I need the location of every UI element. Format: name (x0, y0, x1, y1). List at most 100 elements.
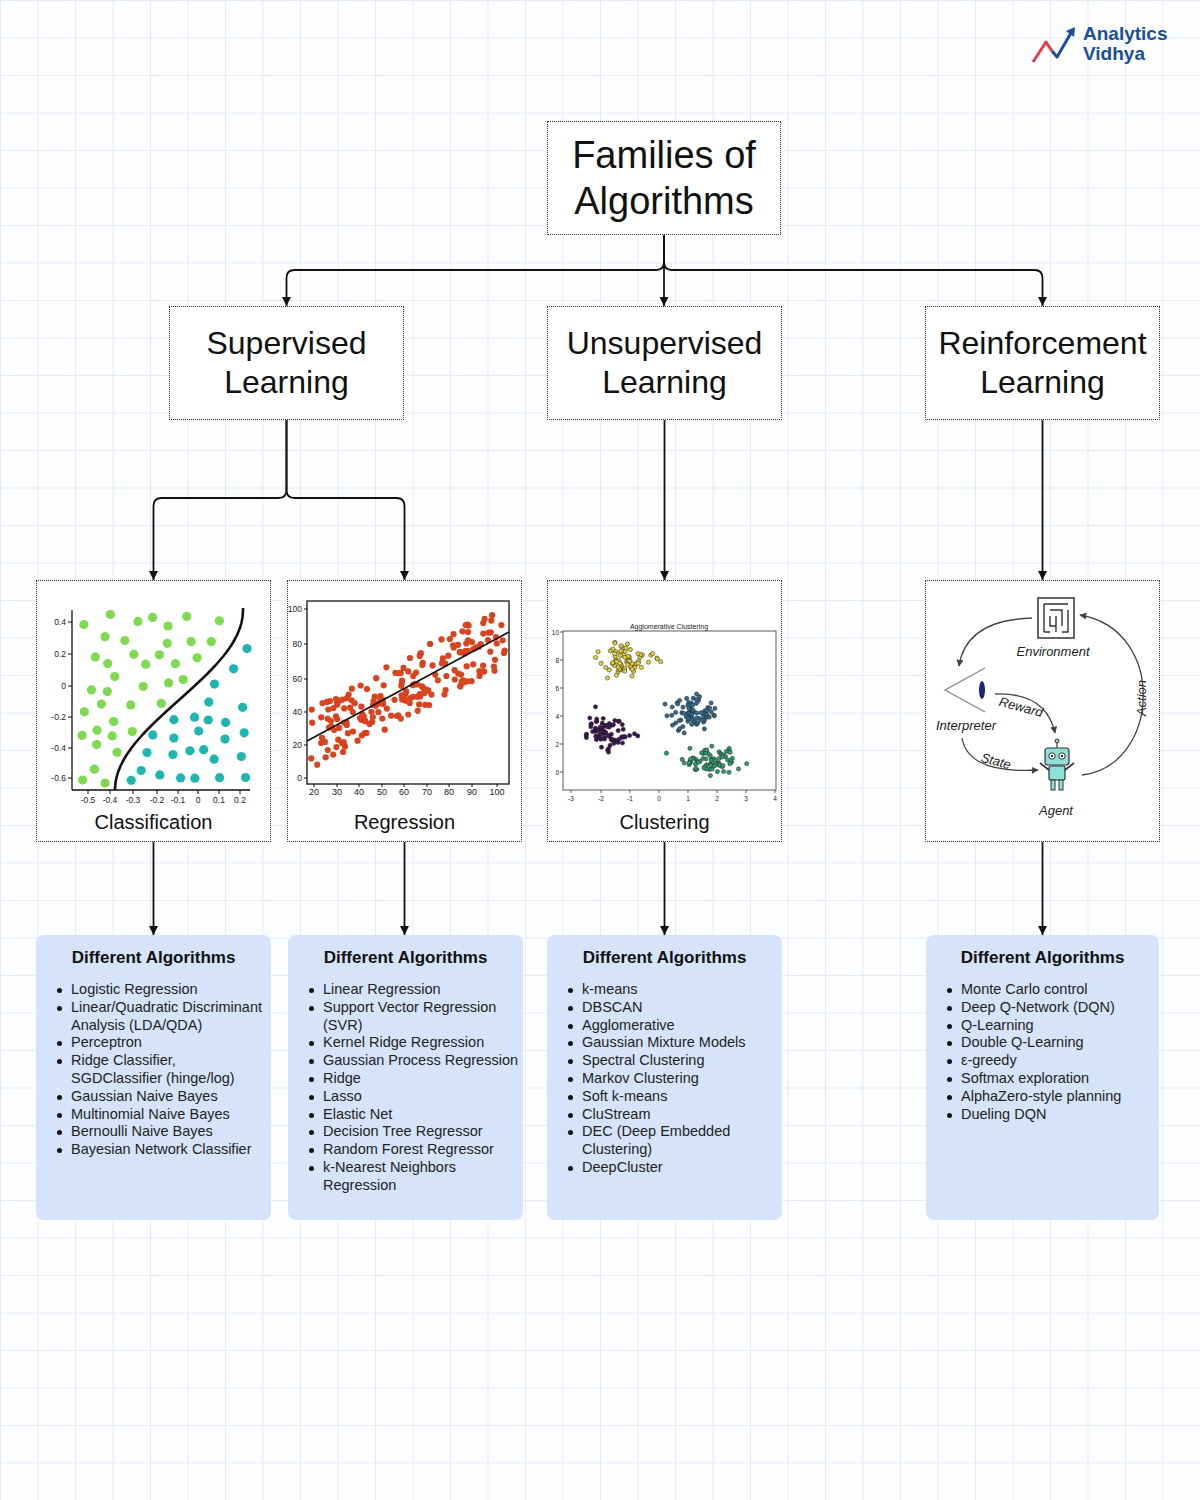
scatter-dot (712, 764, 716, 768)
scatter-dot (730, 756, 734, 760)
scatter-dot (106, 610, 115, 619)
scatter-dot (349, 686, 355, 692)
scatter-dot (78, 731, 87, 740)
scatter-dot (719, 752, 723, 756)
scatter-dot (600, 721, 604, 725)
scatter-dot (358, 704, 364, 710)
scatter-dot (606, 747, 610, 751)
scatter-dot (623, 655, 627, 659)
scatter-dot (133, 617, 142, 626)
scatter-dot (607, 725, 611, 729)
scatter-dot (692, 719, 696, 723)
scatter-dot (459, 628, 465, 634)
reinforcement-loop (945, 598, 1143, 790)
logo-icon (1066, 27, 1075, 37)
scatter-dot (334, 700, 340, 706)
scatter-dot (400, 665, 406, 671)
scatter-dot (331, 727, 337, 733)
scatter-dot (626, 659, 630, 663)
scatter-dot (238, 703, 247, 712)
scatter-dot (695, 697, 699, 701)
illustration-caption: Classification (37, 811, 270, 834)
scatter-dot (606, 733, 610, 737)
scatter-dot (388, 713, 394, 719)
scatter-dot (372, 694, 378, 700)
scatter-dot (432, 672, 438, 678)
scatter-dot (588, 716, 592, 720)
scatter-dot (636, 661, 640, 665)
scatter-dot (691, 696, 695, 700)
scatter-dot (696, 760, 700, 764)
scatter-dot (410, 694, 416, 700)
list-item: Gaussian Process Regression (323, 1052, 519, 1070)
scatter-dot (103, 659, 112, 668)
scatter-dot (670, 705, 674, 709)
scatter-dot (605, 723, 609, 727)
scatter-dot (618, 667, 622, 671)
scatter-dot (708, 754, 712, 758)
scatter-dot (616, 670, 620, 674)
scatter-dot (240, 728, 249, 737)
scatter-dot (618, 661, 622, 665)
scatter-dot (339, 740, 345, 746)
scatter-dot (693, 762, 697, 766)
scatter-dot (344, 722, 350, 728)
scatter-dot (622, 734, 626, 738)
scatter-dot (473, 644, 479, 650)
scatter-dot (717, 750, 721, 754)
scatter-dot (709, 710, 713, 714)
illustration-box: Clustering (547, 580, 782, 842)
scatter-dot (701, 712, 705, 716)
scatter-dot (710, 757, 714, 761)
scatter-dot (604, 665, 608, 669)
scatter-dot (701, 756, 705, 760)
scatter-dot (371, 698, 377, 704)
scatter-dot (630, 662, 634, 666)
list-item: Bernoulli Naive Bayes (71, 1123, 267, 1141)
scatter-dot (709, 763, 713, 767)
scatter-dot (398, 683, 404, 689)
list-item: Markov Clustering (582, 1070, 778, 1088)
list-item: k-Nearest Neighbors Regression (323, 1159, 519, 1195)
scatter-dot (346, 691, 352, 697)
scatter-dot (350, 709, 356, 715)
scatter-dot (489, 612, 495, 618)
scatter-dot (686, 716, 690, 720)
list-item: Spectral Clustering (582, 1052, 778, 1070)
scatter-dot (364, 686, 370, 692)
scatter-dot (599, 737, 603, 741)
scatter-dot (639, 653, 643, 657)
scatter-dot (602, 731, 606, 735)
scatter-dot (369, 719, 375, 725)
scatter-dot (713, 706, 717, 710)
scatter-dot (330, 705, 336, 711)
box-text-group: Supervised Learning (178, 324, 395, 402)
connector-arrow (154, 420, 287, 580)
scatter-dot (625, 642, 629, 646)
scatter-dot (363, 730, 369, 736)
scatter-dot (333, 744, 339, 750)
scatter-dot (703, 748, 707, 752)
scatter-dot (91, 652, 100, 661)
scatter-dot (603, 724, 607, 728)
scatter-dot (309, 720, 315, 726)
scatter-dot (674, 721, 678, 725)
scatter-dot (703, 709, 707, 713)
scatter-dot (622, 649, 626, 653)
scatter-dot (401, 693, 407, 699)
scatter-dot (617, 719, 621, 723)
scatter-dot (745, 762, 749, 766)
scatter-dot (112, 748, 121, 757)
scatter-dot (712, 764, 716, 768)
scatter-dot (609, 737, 613, 741)
scatter-dot (110, 672, 119, 681)
scatter-dot (617, 719, 621, 723)
scatter-dot (695, 711, 699, 715)
scatter-dot (350, 728, 356, 734)
scatter-dot (681, 725, 685, 729)
scatter-dot (690, 722, 694, 726)
algorithm-list-box: Different AlgorithmsLinear RegressionSup… (288, 935, 523, 1220)
scatter-dot (702, 727, 706, 731)
scatter-dot (481, 669, 487, 675)
scatter-dot (687, 761, 691, 765)
